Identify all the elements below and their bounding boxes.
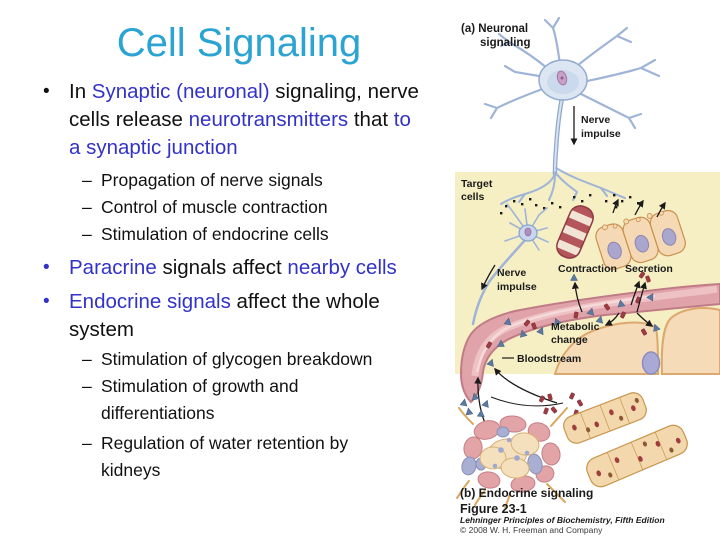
panel-a-label-2: signaling bbox=[480, 37, 530, 49]
bullet-item-endocrine: • Endocrine signals affect the whole sys… bbox=[36, 288, 460, 344]
text-line: Endocrine signals affect the whole bbox=[69, 288, 460, 316]
panel-a-label: (a) Neuronal bbox=[461, 23, 528, 35]
signal-arrows bbox=[474, 106, 666, 429]
text-seg-blue: Endocrine signals bbox=[69, 290, 231, 313]
bloodstream-label: Bloodstream bbox=[517, 353, 581, 365]
target-cells-label-2: cells bbox=[461, 191, 485, 203]
sub-bullet-item: – Control of muscle contraction bbox=[82, 194, 460, 221]
secretion-label: Secretion bbox=[625, 263, 673, 275]
figure-number: Figure 23-1 bbox=[460, 502, 527, 516]
metabolic-change-label: Metabolic bbox=[551, 321, 600, 333]
text-seg: cells release bbox=[69, 108, 189, 131]
panel-b-label: (b) Endocrine signaling bbox=[460, 486, 593, 500]
copyright: © 2008 W. H. Freeman and Company bbox=[460, 525, 603, 535]
bullet-item-synaptic: • In Synaptic (neuronal) signaling, nerv… bbox=[36, 78, 460, 162]
text-line: Control of muscle contraction bbox=[101, 197, 328, 217]
sub-bullet-item: – Stimulation of glycogen breakdown bbox=[82, 346, 460, 373]
axon-terminals bbox=[500, 167, 626, 205]
nerve-impulse-mid-label: Nerve bbox=[497, 267, 526, 279]
nerve-impulse-mid-label-2: impulse bbox=[497, 281, 537, 293]
bullet-marker: • bbox=[43, 291, 50, 312]
nerve-impulse-label: Nerve bbox=[581, 114, 610, 126]
text-line: In Synaptic (neuronal) signaling, nerve bbox=[69, 78, 460, 106]
dash-marker: – bbox=[82, 376, 92, 396]
dash-marker: – bbox=[82, 224, 92, 244]
text-line: cells release neurotransmitters that to bbox=[69, 106, 460, 134]
text-line: system bbox=[69, 318, 134, 341]
text-line: Propagation of nerve signals bbox=[101, 170, 323, 190]
bullet-item-paracrine: • Paracrine signals affect nearby cells bbox=[36, 254, 460, 282]
secretory-cells bbox=[595, 209, 686, 270]
dash-marker: – bbox=[82, 349, 92, 369]
sub-bullet-item: – Regulation of water retention by kidne… bbox=[82, 430, 460, 484]
text-line: Paracrine signals affect nearby cells bbox=[69, 254, 460, 282]
hormone-particles-in-vessel bbox=[485, 293, 654, 367]
text-seg: affect the whole bbox=[230, 290, 380, 313]
page-title: Cell Signaling bbox=[116, 21, 362, 65]
blood-vessel bbox=[459, 282, 720, 404]
figure-cell-signaling: (a) Neuronal signaling Nerve impulse Tar… bbox=[455, 16, 720, 538]
text-line: Stimulation of endocrine cells bbox=[101, 224, 329, 244]
metabolic-cells bbox=[553, 307, 720, 375]
bullet-text: In Synaptic (neuronal) signaling, nerve … bbox=[69, 78, 460, 162]
target-tissue bbox=[563, 392, 688, 488]
text-seg: signals affect bbox=[156, 256, 288, 279]
target-neuron-nucleus bbox=[524, 227, 532, 237]
text-seg-blue: to bbox=[393, 108, 411, 131]
text-line: Stimulation of glycogen breakdown bbox=[101, 349, 373, 369]
text-seg-blue: neurotransmitters bbox=[188, 108, 349, 131]
neuron-dendrites bbox=[483, 16, 661, 130]
dash-marker: – bbox=[82, 170, 92, 190]
bullet-list: • In Synaptic (neuronal) signaling, nerv… bbox=[36, 78, 460, 484]
metabolic-change-label-2: change bbox=[551, 334, 588, 346]
text-line: Regulation of water retention by bbox=[101, 433, 349, 453]
bullet-marker: • bbox=[43, 257, 50, 278]
text-seg-blue: nearby cells bbox=[287, 256, 397, 279]
text-seg: In bbox=[69, 80, 92, 103]
text-line: Stimulation of growth and bbox=[101, 376, 299, 396]
hormone-particles-outside bbox=[459, 271, 661, 418]
neuron-soma bbox=[538, 59, 588, 101]
text-line: kidneys bbox=[101, 460, 161, 480]
neurotransmitter-dots bbox=[500, 194, 640, 215]
target-neuron bbox=[471, 203, 549, 326]
dash-marker: – bbox=[82, 433, 92, 453]
text-seg: that bbox=[348, 108, 394, 131]
sub-bullet-item: – Stimulation of endocrine cells bbox=[82, 221, 460, 248]
text-line: a synaptic junction bbox=[69, 136, 238, 159]
figure-illustration: (a) Neuronal signaling Nerve impulse Tar… bbox=[455, 16, 720, 535]
endocrine-gland bbox=[456, 407, 568, 508]
text-seg: signaling, nerve bbox=[269, 80, 419, 103]
text-seg-blue: Synaptic (neuronal) bbox=[91, 80, 270, 103]
bullet-marker: • bbox=[43, 81, 50, 102]
text-seg-blue: Paracrine bbox=[69, 256, 157, 279]
book-title: Lehninger Principles of Biochemistry, Fi… bbox=[460, 515, 665, 525]
neuron-axon bbox=[552, 95, 565, 177]
sub-bullet-item: – Stimulation of growth and differentiat… bbox=[82, 373, 460, 427]
nerve-impulse-label-2: impulse bbox=[581, 128, 621, 140]
metabolic-cell-nucleus bbox=[641, 351, 661, 375]
contraction-label: Contraction bbox=[558, 263, 617, 275]
text-line: differentiations bbox=[101, 403, 215, 423]
target-cells-label: Target bbox=[461, 178, 493, 190]
sub-bullet-item: – Propagation of nerve signals bbox=[82, 167, 460, 194]
dash-marker: – bbox=[82, 197, 92, 217]
